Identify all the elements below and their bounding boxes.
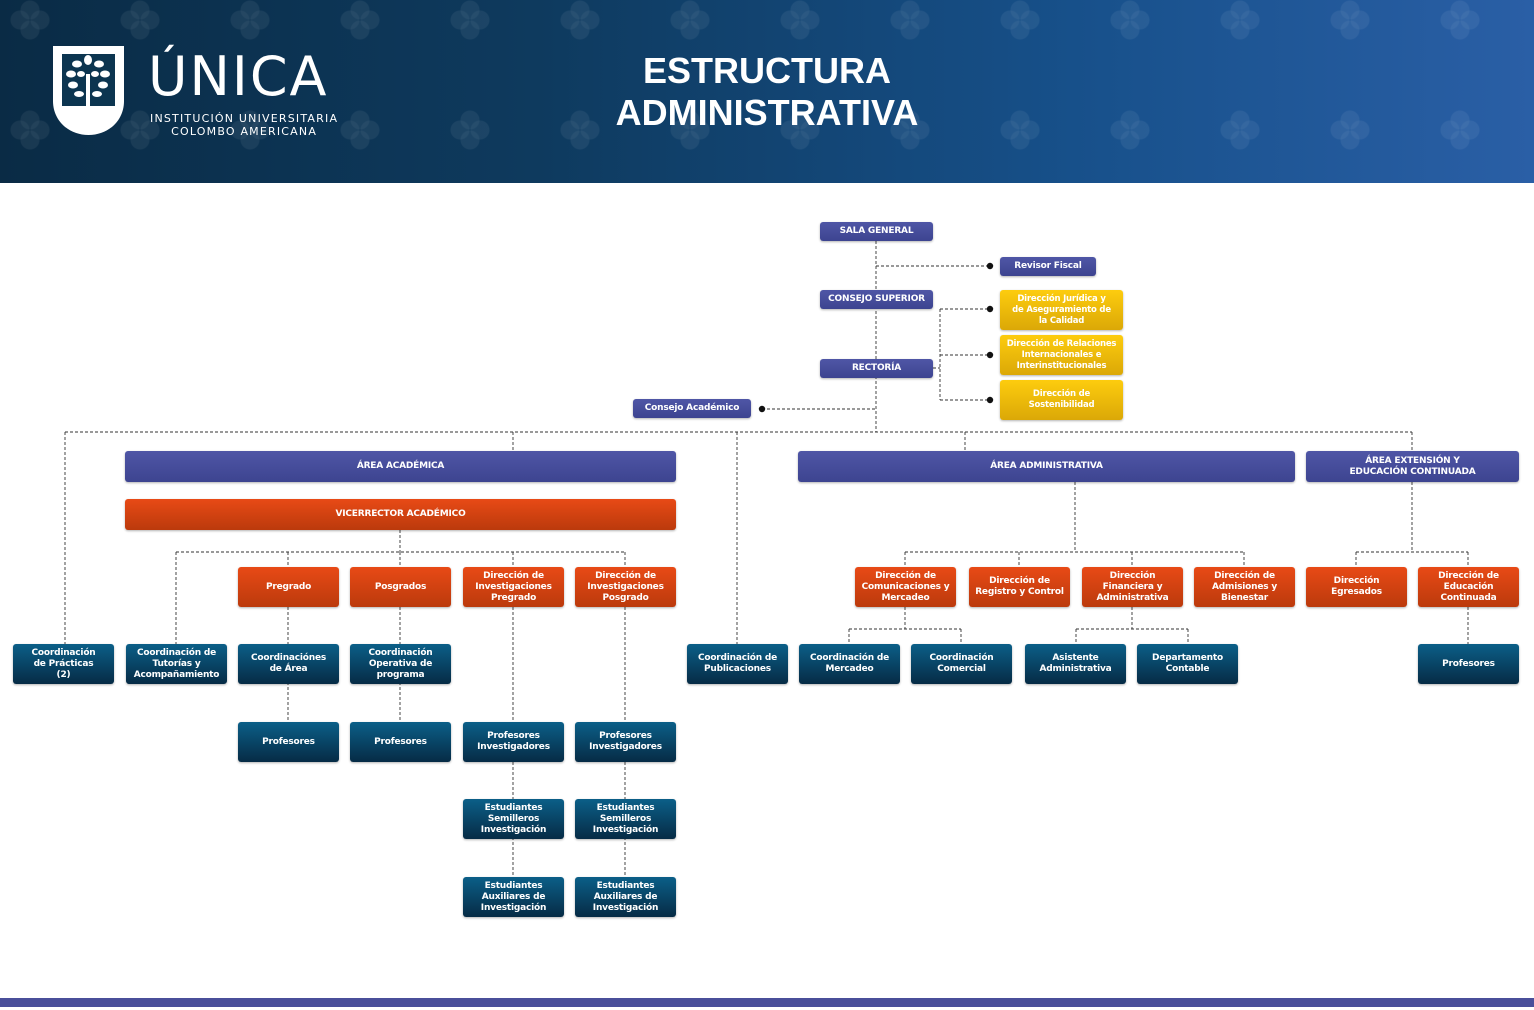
org-node-vicerrector: VICERRECTOR ACADÉMICO: [125, 499, 676, 530]
org-node-dir-inv-posgrado: Dirección de Investigaciones Posgrado: [575, 567, 676, 607]
org-node-dir-egresados: Dirección Egresados: [1306, 567, 1407, 607]
org-node-semilleros-posgrado: Estudiantes Semilleros Investigación: [575, 799, 676, 839]
header-pattern: [0, 0, 1534, 183]
org-node-dir-registro: Dirección de Registro y Control: [969, 567, 1070, 607]
org-node-profesores-pregrado: Profesores: [238, 722, 339, 762]
org-node-coord-tutorias: Coordinación de Tutorías y Acompañamient…: [126, 644, 227, 684]
org-node-coord-operativa: Coordinación Operativa de programa: [350, 644, 451, 684]
org-node-prof-inv-posgrado: Profesores Investigadores: [575, 722, 676, 762]
header-banner: ÚNICA INSTITUCIÓN UNIVERSITARIA COLOMBO …: [0, 0, 1534, 183]
connector-dot: [986, 351, 994, 359]
logo-name: ÚNICA: [148, 45, 329, 108]
org-node-posgrados: Posgrados: [350, 567, 451, 607]
connector-dot: [986, 262, 994, 270]
org-node-area-administrativa: ÁREA ADMINISTRATIVA: [798, 451, 1295, 482]
org-node-coord-mercadeo: Coordinación de Mercadeo: [799, 644, 900, 684]
connector-dot: [758, 405, 766, 413]
org-node-profesores-ec: Profesores: [1418, 644, 1519, 684]
org-node-dir-inv-pregrado: Dirección de Investigaciones Pregrado: [463, 567, 564, 607]
org-node-area-academica: ÁREA ACADÉMICA: [125, 451, 676, 482]
org-node-pregrado: Pregrado: [238, 567, 339, 607]
org-node-dir-juridica: Dirección Jurídica y de Aseguramiento de…: [1000, 290, 1123, 330]
connector-dot: [986, 396, 994, 404]
connector-dot: [986, 305, 994, 313]
org-node-semilleros-pregrado: Estudiantes Semilleros Investigación: [463, 799, 564, 839]
org-node-rectoria: RECTORÍA: [820, 359, 933, 378]
org-node-dir-admisiones: Dirección de Admisiones y Bienestar: [1194, 567, 1295, 607]
org-node-prof-inv-pregrado: Profesores Investigadores: [463, 722, 564, 762]
org-node-dir-educacion-continuada: Dirección de Educación Continuada: [1418, 567, 1519, 607]
org-node-coord-area: Coordinaciónes de Área: [238, 644, 339, 684]
org-node-consejo-superior: CONSEJO SUPERIOR: [820, 290, 933, 309]
logo-subtitle: INSTITUCIÓN UNIVERSITARIA COLOMBO AMERIC…: [150, 112, 339, 138]
page-title: ESTRUCTURA ADMINISTRATIVA: [615, 50, 919, 133]
org-node-revisor-fiscal: Revisor Fiscal: [1000, 257, 1096, 276]
org-node-dir-sostenibilidad: Dirección de Sostenibilidad: [1000, 380, 1123, 420]
org-node-dep-contable: Departamento Contable: [1137, 644, 1238, 684]
footer-bar: [0, 998, 1534, 1007]
org-node-area-extension: ÁREA EXTENSIÓN Y EDUCACIÓN CONTINUADA: [1306, 451, 1519, 482]
org-node-consejo-academico: Consejo Académico: [633, 399, 751, 418]
org-node-sala-general: SALA GENERAL: [820, 222, 933, 241]
org-node-dir-comunicaciones: Dirección de Comunicaciones y Mercadeo: [855, 567, 956, 607]
org-node-auxiliares-posgrado: Estudiantes Auxiliares de Investigación: [575, 877, 676, 917]
org-node-dir-financiera: Dirección Financiera y Administrativa: [1082, 567, 1183, 607]
org-node-coord-practicas: Coordinación de Prácticas (2): [13, 644, 114, 684]
org-node-auxiliares-pregrado: Estudiantes Auxiliares de Investigación: [463, 877, 564, 917]
logo-shield-tree-icon: [53, 46, 124, 135]
org-node-coord-comercial: Coordinación Comercial: [911, 644, 1012, 684]
org-node-dir-relaciones: Dirección de Relaciones Internacionales …: [1000, 335, 1123, 375]
org-node-coord-publicaciones: Coordinación de Publicaciones: [687, 644, 788, 684]
org-node-asistente-administrativa: Asistente Administrativa: [1025, 644, 1126, 684]
org-node-profesores-posgrados: Profesores: [350, 722, 451, 762]
